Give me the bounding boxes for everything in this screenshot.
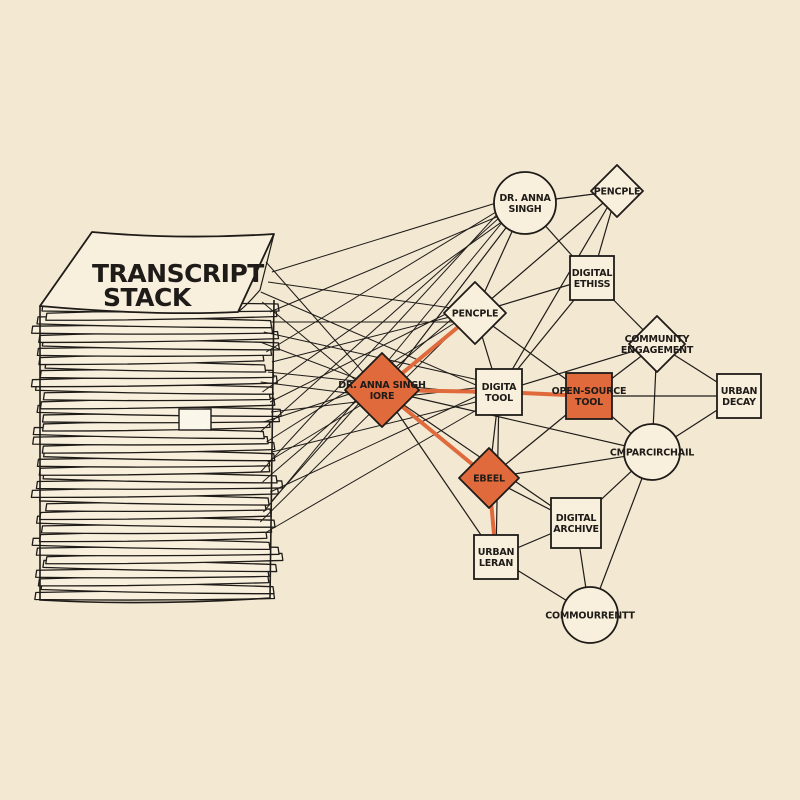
stack-link	[271, 312, 466, 363]
node-shape	[344, 352, 420, 428]
node-label: ENGAGEMENT	[621, 345, 694, 356]
node-shape	[561, 586, 619, 644]
node-pencple-top[interactable]: PENCPLE	[590, 164, 644, 218]
node-commour[interactable]: COMMOURRENTT	[545, 586, 636, 644]
node-ebeel[interactable]: EBEEL	[458, 447, 520, 509]
stack-title: TRANSCRIPT STACK	[92, 259, 265, 312]
node-shape	[623, 423, 681, 481]
node-label: OPEN-SOURCE	[552, 386, 627, 397]
stack-link	[259, 202, 517, 433]
stack-title-line-1: TRANSCRIPT	[92, 259, 264, 288]
node-shape	[550, 497, 602, 549]
node-shape	[569, 255, 615, 301]
node-shape	[443, 281, 507, 345]
graph-edge	[498, 190, 618, 393]
top-sheet	[39, 231, 275, 315]
node-label: DR. ANNA	[499, 193, 551, 204]
stack-link	[266, 400, 493, 533]
graph-edge	[589, 451, 653, 616]
graph-edges	[381, 190, 740, 616]
node-shape	[493, 171, 557, 235]
stack-link	[265, 199, 516, 353]
node-label: URBAN	[478, 547, 515, 558]
graph-edge	[381, 389, 653, 453]
stack-link	[269, 208, 516, 313]
stack-outline	[39, 299, 275, 604]
stack-link	[259, 341, 372, 385]
node-label: ARCHIVE	[553, 524, 599, 535]
node-label: DIGITAL	[572, 268, 613, 279]
node-cmpa[interactable]: CMPARCIRCHAIL	[610, 423, 694, 481]
stack-link	[271, 196, 516, 273]
graph-edge	[474, 190, 618, 314]
node-label: COMMOURRENTT	[545, 611, 635, 622]
node-shape	[565, 372, 613, 420]
node-label: URBAN	[721, 386, 758, 397]
node-shape	[475, 368, 523, 416]
node-label: DECAY	[722, 397, 756, 408]
node-label: EBEEL	[473, 474, 505, 485]
stack-link	[267, 281, 466, 311]
node-label: PENCPLE	[452, 309, 498, 320]
graph-edge	[381, 389, 577, 524]
node-label: CMPARCIRCHAIL	[610, 448, 694, 459]
stack-link	[269, 303, 466, 403]
stack-link	[261, 301, 372, 394]
node-pencple-mid[interactable]: PENCPLE	[443, 281, 507, 345]
stack-title-line-2: STACK	[103, 283, 193, 312]
node-shape	[716, 373, 762, 419]
node-shape	[628, 315, 686, 373]
sticky-tab	[178, 408, 212, 431]
node-label: PENCPLE	[594, 187, 640, 198]
node-label: COMMUNITY	[625, 334, 690, 345]
node-label: DR. ANNA SINGH	[338, 380, 426, 391]
node-label: TOOL	[485, 393, 513, 404]
node-shape	[473, 534, 519, 580]
node-label: TOOL	[575, 397, 603, 408]
node-shape	[590, 164, 644, 218]
node-label: LERAN	[479, 558, 513, 569]
stack-link	[260, 193, 517, 473]
node-label: IORE	[370, 391, 395, 402]
graph-edge	[498, 343, 658, 393]
stack-link-fan	[259, 193, 517, 533]
node-label: DIGITAL	[556, 513, 597, 524]
node-label: ETHISS	[574, 279, 611, 290]
node-label: SINGH	[508, 204, 541, 215]
top-sheet-curl	[237, 233, 275, 313]
transcript-stack	[30, 231, 284, 604]
stack-link	[262, 211, 516, 393]
stack-link	[263, 205, 517, 513]
graph-edge	[381, 202, 526, 391]
node-shape	[458, 447, 520, 509]
graph-edge	[381, 389, 497, 558]
graph-nodes: DR. ANNASINGHPENCPLEDIGITALETHISSPENCPLE…	[338, 164, 762, 644]
stack-link	[270, 388, 493, 493]
node-label: DIGITA	[482, 382, 517, 393]
stack-link	[260, 291, 493, 393]
stack-link	[259, 318, 467, 523]
